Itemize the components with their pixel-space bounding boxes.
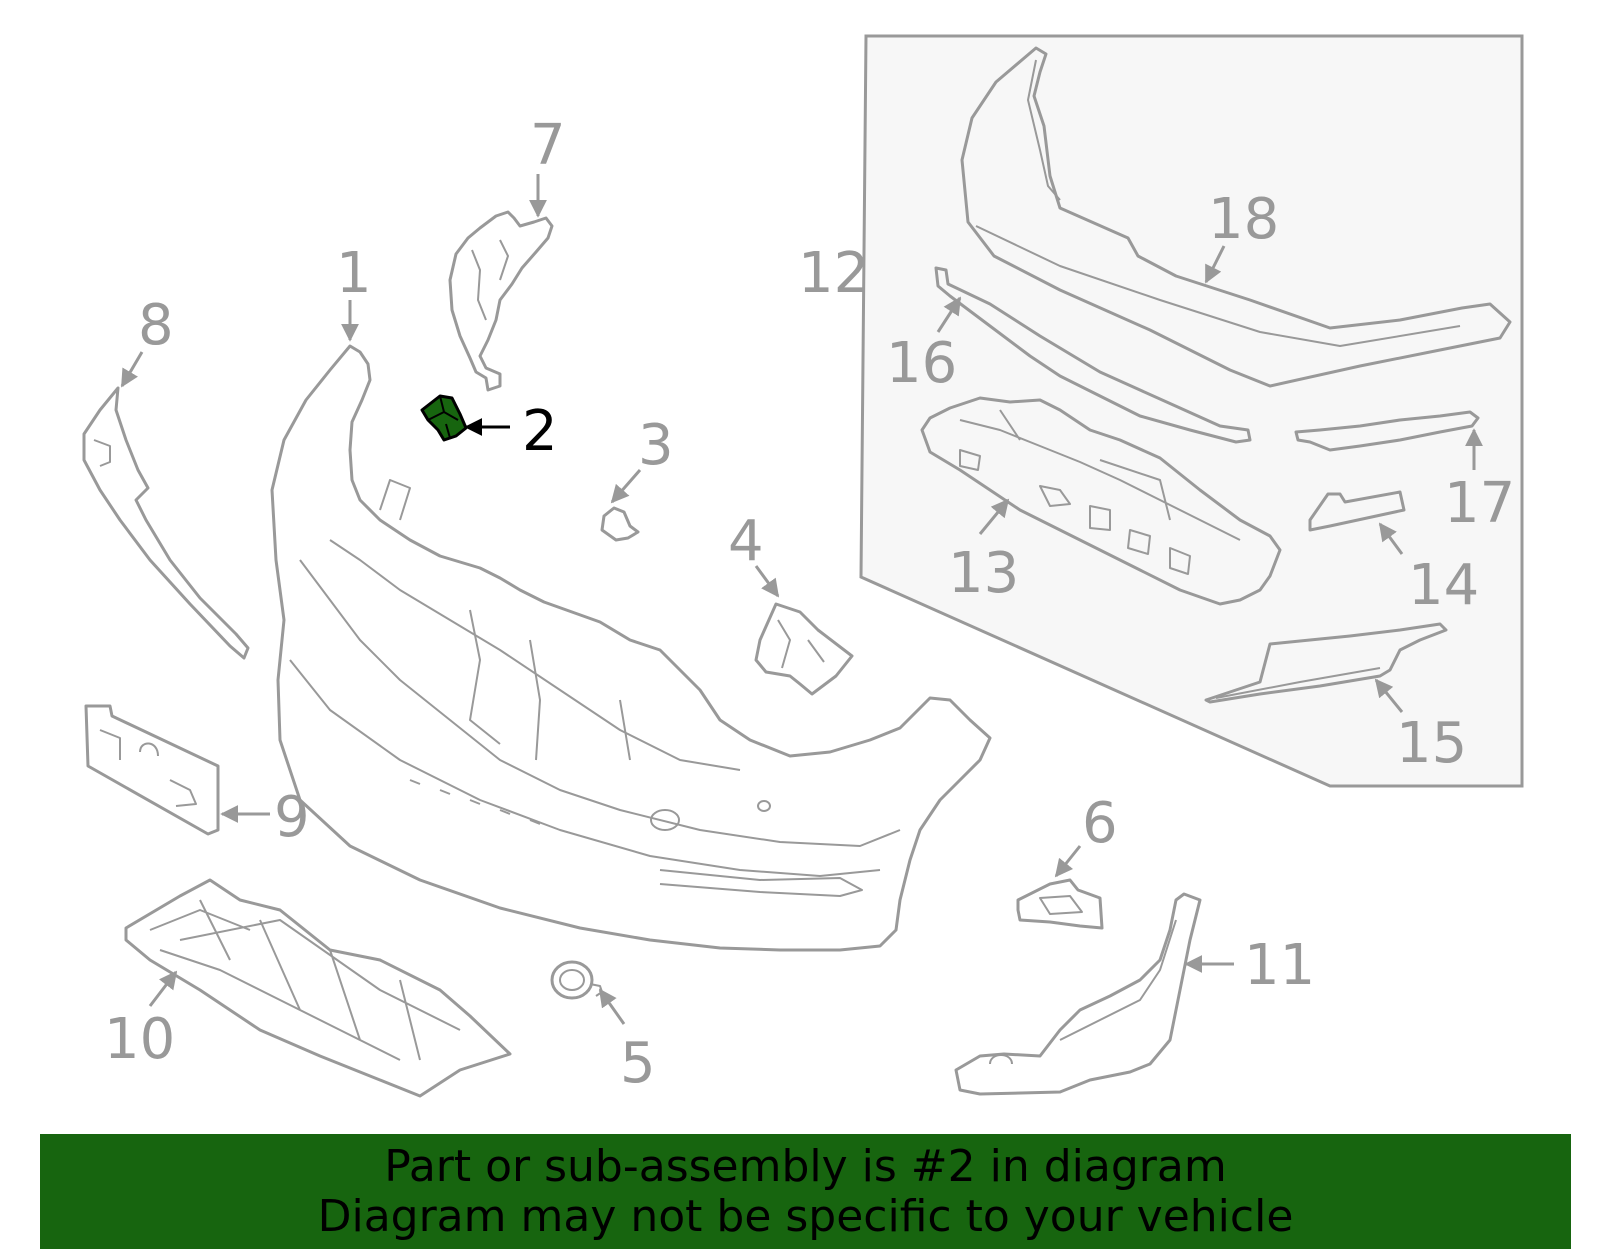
part-4-shape bbox=[754, 602, 854, 696]
part-7-shape bbox=[448, 210, 554, 392]
leader-18 bbox=[1204, 245, 1226, 284]
callout-label-1[interactable]: 1 bbox=[336, 241, 372, 306]
callout-label-8[interactable]: 8 bbox=[138, 293, 174, 358]
callout-label-6[interactable]: 6 bbox=[1082, 791, 1118, 856]
callout-label-2[interactable]: 2 bbox=[522, 399, 558, 464]
callout-label-16[interactable]: 16 bbox=[886, 331, 957, 396]
leader-15 bbox=[1374, 678, 1404, 713]
leader-16 bbox=[936, 296, 962, 333]
part-6-shape bbox=[1016, 878, 1104, 930]
callout-label-10[interactable]: 10 bbox=[104, 1007, 175, 1072]
part-17-shape bbox=[1294, 410, 1480, 452]
info-banner: Part or sub-assembly is #2 in diagram Di… bbox=[40, 1134, 1571, 1249]
part-18-shape bbox=[960, 46, 1512, 388]
callout-label-12[interactable]: 12 bbox=[798, 241, 869, 306]
subassembly-box bbox=[859, 34, 1524, 788]
leader-10 bbox=[148, 970, 178, 1007]
part-15-shape bbox=[1204, 622, 1448, 704]
part-9-shape bbox=[84, 704, 220, 836]
banner-line-1: Part or sub-assembly is #2 in diagram bbox=[384, 1141, 1227, 1192]
part-10-shape bbox=[124, 878, 512, 1098]
callout-label-5[interactable]: 5 bbox=[620, 1031, 656, 1096]
callout-label-15[interactable]: 15 bbox=[1396, 711, 1467, 776]
leader-6 bbox=[1054, 845, 1082, 878]
part-16-shape bbox=[934, 266, 1252, 444]
leader-4 bbox=[754, 565, 780, 598]
part-1-shape bbox=[270, 344, 992, 952]
part-14-shape bbox=[1308, 490, 1406, 532]
callout-label-7[interactable]: 7 bbox=[530, 113, 566, 178]
leader-3 bbox=[610, 469, 642, 504]
callout-label-14[interactable]: 14 bbox=[1408, 553, 1479, 618]
leader-14 bbox=[1378, 522, 1404, 555]
leader-5 bbox=[598, 988, 626, 1025]
callout-label-3[interactable]: 3 bbox=[638, 413, 674, 478]
callout-label-11[interactable]: 11 bbox=[1244, 933, 1315, 998]
part-8-shape bbox=[82, 386, 250, 660]
callout-label-4[interactable]: 4 bbox=[728, 509, 764, 574]
callout-label-13[interactable]: 13 bbox=[948, 541, 1019, 606]
part-5-shape bbox=[550, 960, 603, 1000]
leader-8 bbox=[120, 351, 144, 388]
part-3-shape bbox=[600, 506, 640, 542]
callout-label-9[interactable]: 9 bbox=[274, 785, 310, 850]
part-11-shape bbox=[954, 892, 1202, 1096]
callout-label-17[interactable]: 17 bbox=[1444, 471, 1515, 536]
leader-13 bbox=[978, 498, 1010, 535]
part-13-shape bbox=[920, 396, 1282, 606]
part-2-shape bbox=[420, 394, 468, 442]
banner-line-2: Diagram may not be specific to your vehi… bbox=[317, 1191, 1294, 1242]
callout-label-18[interactable]: 18 bbox=[1208, 187, 1279, 252]
